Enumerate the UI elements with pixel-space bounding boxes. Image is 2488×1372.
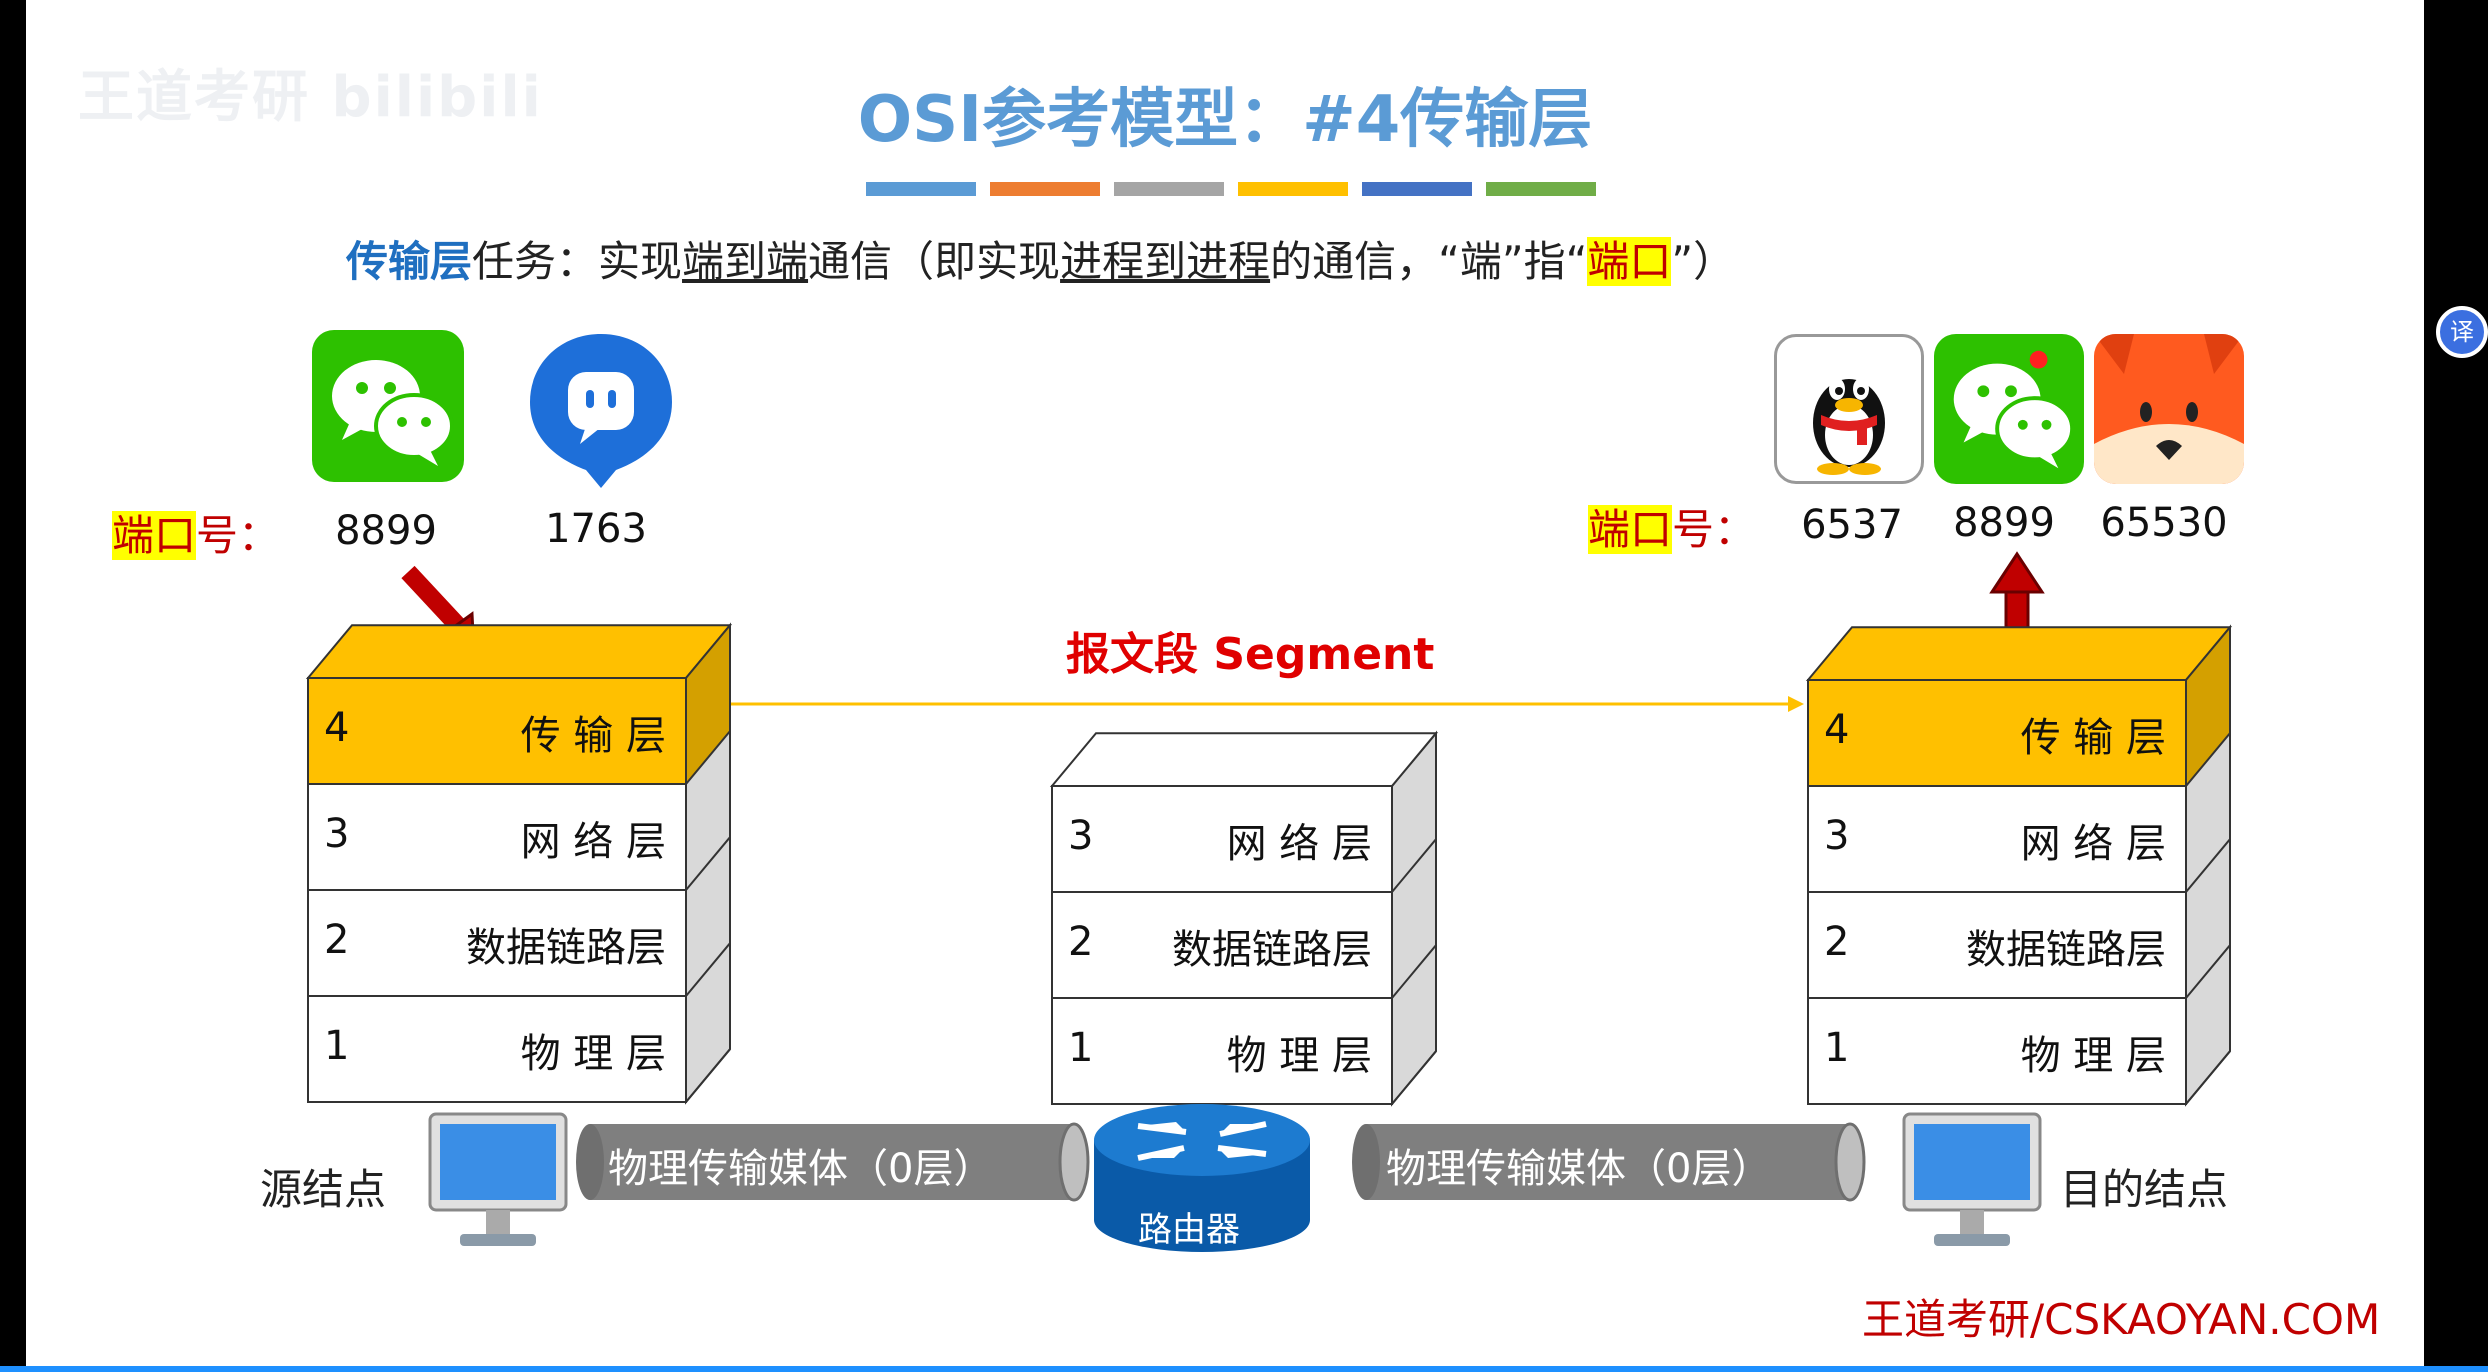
dest-node-label: 目的结点	[2060, 1156, 2228, 1217]
medium-left-label: 物理传输媒体（0层）	[608, 1136, 993, 1194]
layer-name: 传 输 层	[521, 703, 666, 761]
layer-number: 1	[1068, 1025, 1093, 1071]
layer-name: 网 络 层	[1227, 811, 1372, 869]
slide: 王道考研 bilibili OSI参考模型：#4传输层 传输层任务：实现端到端通…	[26, 0, 2424, 1366]
layer-number: 2	[324, 917, 349, 963]
layer-name: 传 输 层	[2021, 705, 2166, 763]
source-stack	[308, 625, 730, 1102]
layer-number: 2	[1068, 919, 1093, 965]
stack-top-face	[1808, 627, 2230, 680]
layer-name: 网 络 层	[2021, 811, 2166, 869]
stack-side-face	[1392, 733, 1436, 1104]
layer-number: 1	[1824, 1025, 1849, 1071]
layer-number: 3	[1068, 813, 1093, 859]
source-node-label: 源结点	[260, 1156, 386, 1217]
layer-number: 3	[324, 811, 349, 857]
layer-name: 数据链路层	[1172, 917, 1372, 975]
segment-arrowhead	[1788, 696, 1804, 712]
layer-name: 网 络 层	[521, 809, 666, 867]
medium-right-label: 物理传输媒体（0层）	[1386, 1136, 1771, 1194]
layer-number: 3	[1824, 813, 1849, 859]
layer-number: 4	[1824, 707, 1849, 753]
dest-computer-icon	[1904, 1114, 2040, 1246]
layer-name: 物 理 层	[521, 1021, 666, 1079]
source-computer-icon	[430, 1114, 566, 1246]
layer-name: 物 理 层	[2021, 1023, 2166, 1081]
stack-top-face	[308, 625, 730, 678]
segment-label: 报文段 Segment	[1066, 618, 1434, 682]
stack-top-face	[1052, 733, 1436, 786]
footer-brand: 王道考研/CSKAOYAN.COM	[1862, 1286, 2380, 1347]
layer-name: 数据链路层	[466, 915, 666, 973]
layer-number: 4	[324, 705, 349, 751]
translate-button[interactable]: 译	[2436, 306, 2488, 358]
layer-number: 1	[324, 1023, 349, 1069]
router-label: 路由器	[1138, 1202, 1240, 1251]
bottom-bar	[0, 1366, 2488, 1372]
layer-name: 物 理 层	[1227, 1023, 1372, 1081]
layer-number: 2	[1824, 919, 1849, 965]
layer-name: 数据链路层	[1966, 917, 2166, 975]
dest-stack	[1808, 627, 2230, 1104]
